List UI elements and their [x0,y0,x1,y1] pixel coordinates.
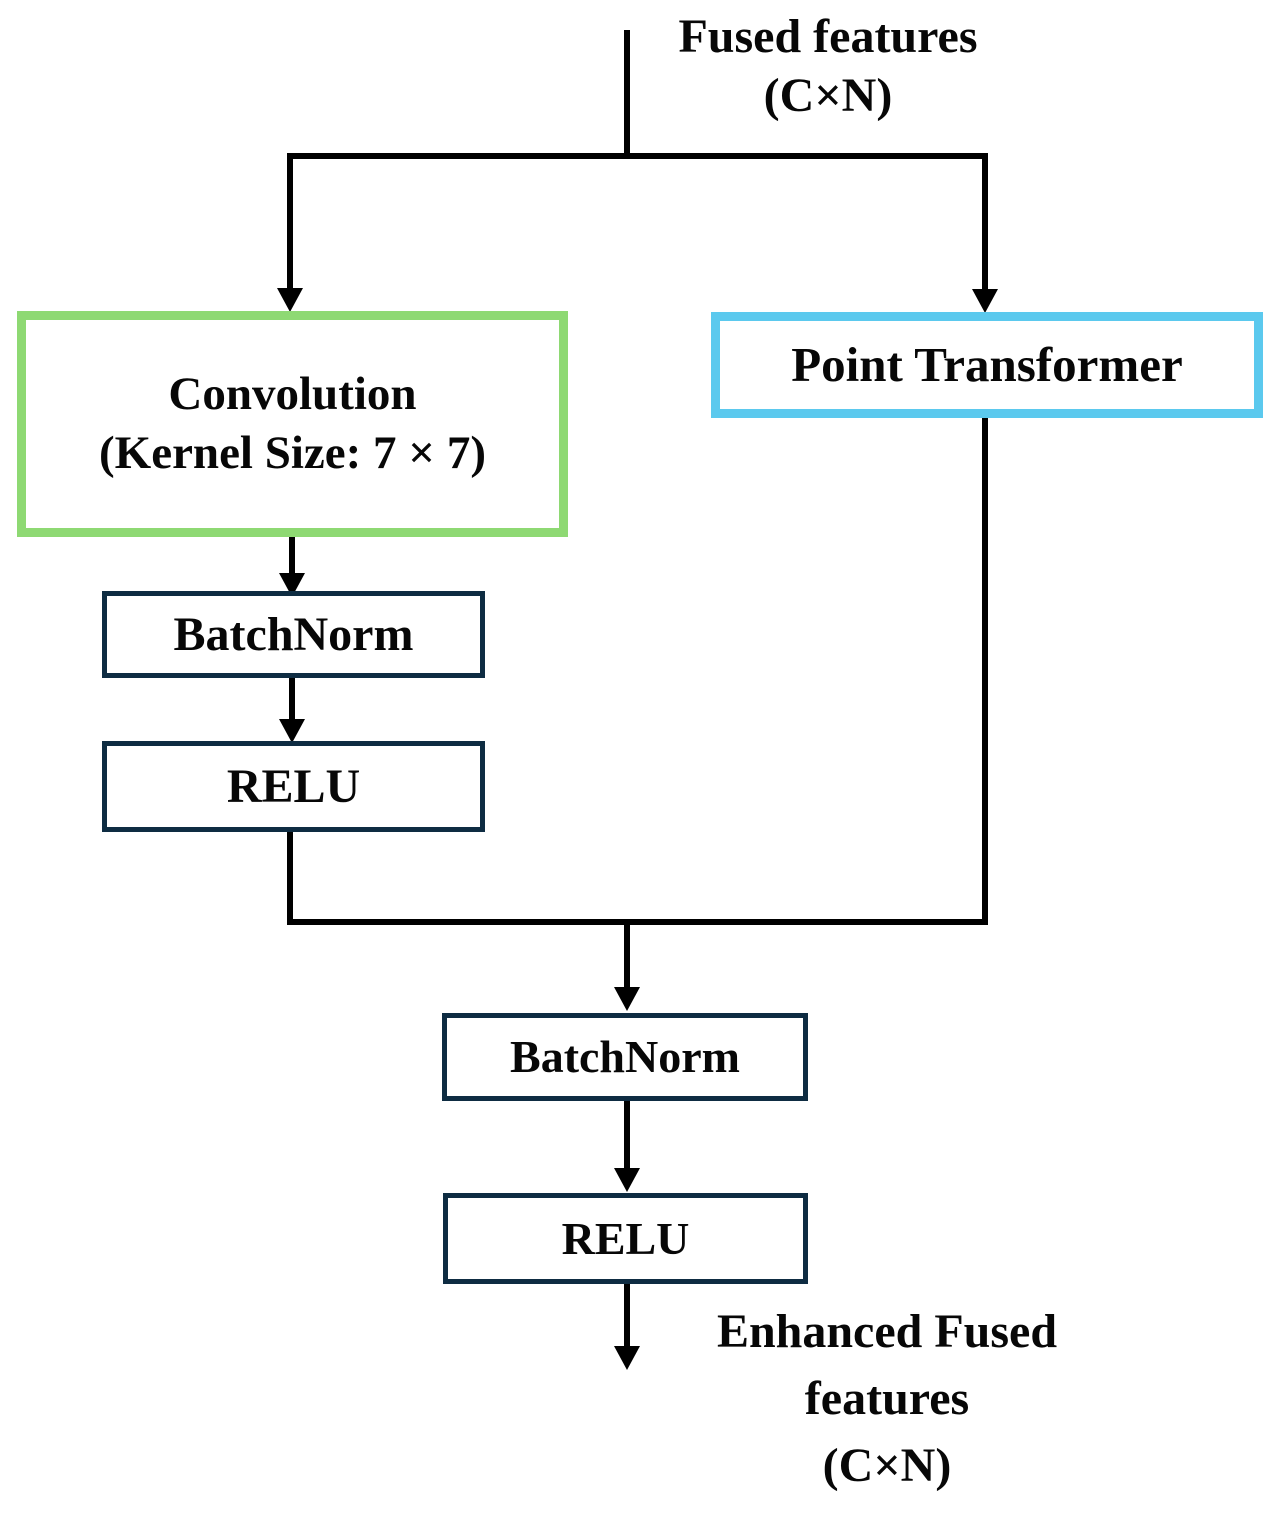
output-label-line1: Enhanced Fused [716,1305,1058,1358]
output-label: Enhanced Fused features (C×N) [650,1298,1124,1500]
convolution-label-line2: (Kernel Size: 7 × 7) [99,427,486,479]
node-point-transformer: Point Transformer [711,312,1263,418]
node-batchnorm-left: BatchNorm [102,591,485,678]
arrow-merge-to-batchnorm [614,919,640,1011]
input-label: Fused features (C×N) [633,8,1023,125]
output-arrow [614,1284,640,1370]
input-label-line1: Fused features [678,10,978,63]
arrow-batchnorm-to-relu-merged [614,1101,640,1192]
output-label-line3: (C×N) [822,1439,952,1493]
relu-merged-label: RELU [561,1212,690,1264]
arrow-to-point-transformer [972,153,998,313]
node-relu-left: RELU [102,741,485,832]
node-batchnorm-merged: BatchNorm [442,1013,808,1101]
convolution-label-line1: Convolution [168,368,417,421]
arrow-to-convolution [277,153,303,312]
point-transformer-label: Point Transformer [791,337,1183,393]
arrow-convolution-to-batchnorm [279,535,305,597]
arrow-batchnorm-to-relu-left [279,677,305,743]
node-relu-merged: RELU [443,1193,808,1284]
batchnorm-merged-label: BatchNorm [510,1031,740,1083]
relu-left-label: RELU [226,759,361,813]
node-convolution: Convolution (Kernel Size: 7 × 7) [17,311,568,537]
input-label-line2: (C×N) [763,68,893,122]
batchnorm-left-label: BatchNorm [173,607,414,661]
output-label-line2: features [804,1372,970,1426]
